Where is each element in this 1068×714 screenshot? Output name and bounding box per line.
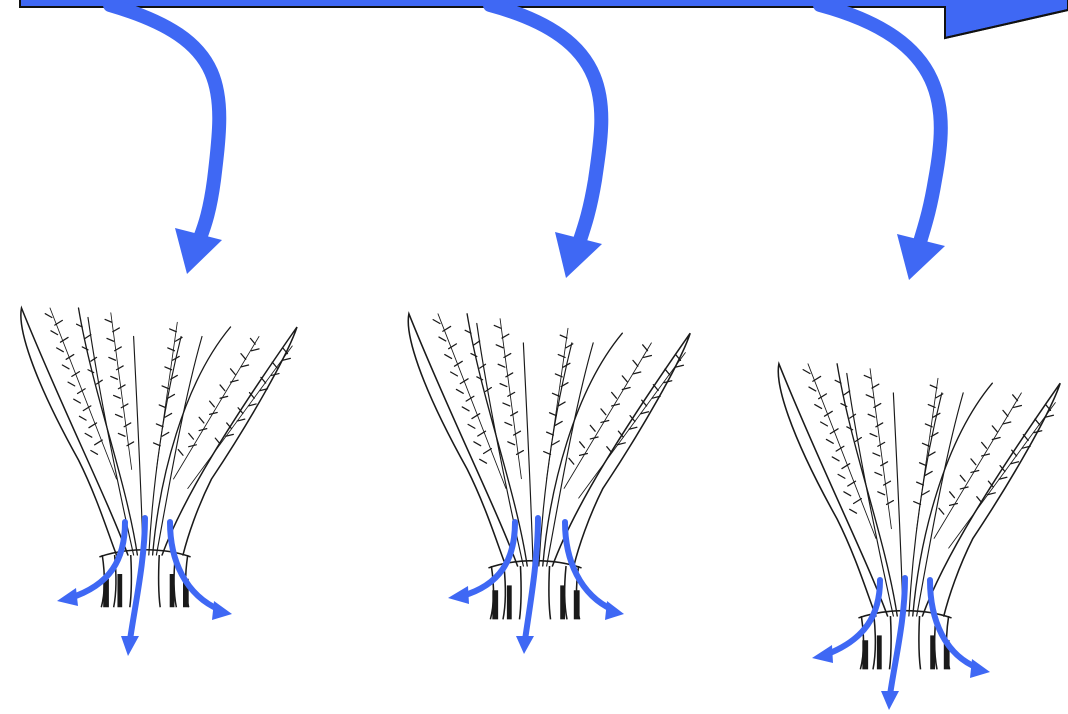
root-arrows-1: [70, 518, 220, 640]
plant-1: [21, 308, 297, 656]
inflow-arrowhead-3: [897, 234, 945, 280]
root-arrows-3: [825, 578, 978, 695]
inflow-arrowhead-1: [175, 228, 222, 274]
inflow-arrow-2: [490, 5, 601, 240]
inflow-arrow-3: [820, 5, 941, 242]
grass-tiller-clump-icon: [778, 364, 1060, 670]
root-arrows-2: [462, 518, 613, 640]
inflow-arrowhead-2: [555, 232, 602, 278]
inflow-arrow-1: [110, 5, 219, 238]
grass-tiller-clump-icon: [21, 308, 297, 607]
plant-3: [778, 364, 1060, 710]
plant-2: [408, 314, 690, 654]
grass-tiller-clump-icon: [408, 314, 690, 620]
